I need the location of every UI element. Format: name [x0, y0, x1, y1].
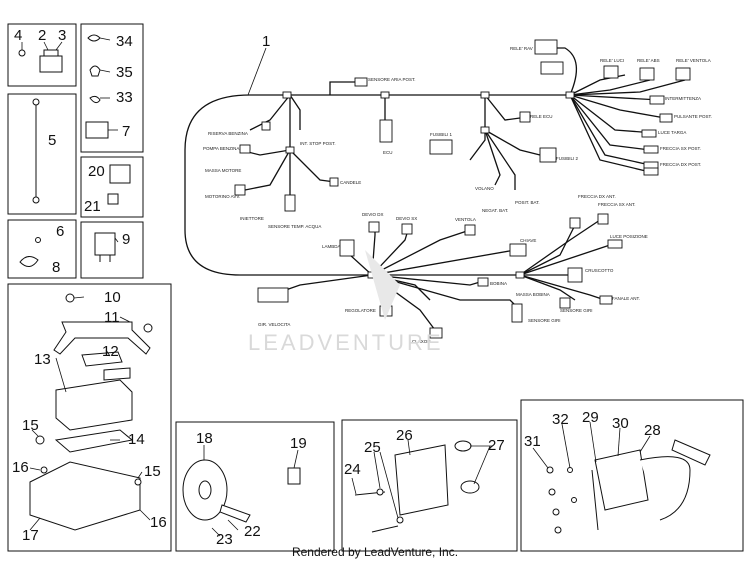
callout-17: 17 — [22, 527, 39, 544]
connector-label: POSIT. BAT. — [515, 200, 540, 205]
callout-33: 33 — [116, 89, 133, 106]
panel-horn — [175, 421, 335, 552]
connector-label-group: SENSORE ARIA POST. RELE' RAV RELE' LUCI … — [203, 46, 712, 344]
connector-label: MOTORINO AVV. — [205, 194, 240, 199]
callout-25: 25 — [364, 439, 381, 456]
callout-9: 9 — [122, 231, 130, 248]
connector-label: FANALE ANT. — [612, 296, 640, 301]
connector-label: RELE' RAV — [510, 46, 533, 51]
connector-label: MASSA BOBINA — [516, 292, 550, 297]
connector-label: FUSIBILI 2 — [556, 156, 579, 161]
callout-32: 32 — [552, 411, 569, 428]
connector-label: FRECCIA DX POST. — [660, 162, 701, 167]
panel-relay-large — [80, 221, 144, 279]
connector-label: SENSORE ARIA POST. — [368, 77, 416, 82]
connector-label: LAMBDA — [322, 244, 341, 249]
callout-23: 23 — [216, 531, 233, 548]
connector-label: FRECCIA DX ANT. — [578, 194, 616, 199]
connector-label: SENSORE GIRI — [560, 308, 593, 313]
callout-13: 13 — [34, 351, 51, 368]
connector-label: FRECCIA SX POST. — [660, 146, 701, 151]
connector-label: FUSIBILI 1 — [430, 132, 453, 137]
connector-label: RISERVA BENZINA — [208, 131, 248, 136]
callout-31: 31 — [524, 433, 541, 450]
connector-label: VENTOLA — [455, 217, 476, 222]
watermark-text: LEADVENTURE — [248, 330, 444, 355]
callout-24: 24 — [344, 461, 361, 478]
connector-label: RELE' ABS — [637, 58, 660, 63]
connector-label: PULSANTE POST. — [674, 114, 712, 119]
callout-28: 28 — [644, 422, 661, 439]
callout-34: 34 — [116, 33, 133, 50]
connector-label: CHIAVE — [520, 238, 536, 243]
connector-label: VOLANO — [475, 186, 494, 191]
connector-label: LUCE POSIZIONE — [610, 234, 648, 239]
callout-3: 3 — [58, 27, 66, 44]
connector-label: SENSORE GIRI — [528, 318, 561, 323]
panel-fuses — [7, 23, 77, 87]
callout-14: 14 — [128, 431, 145, 448]
connector-label: INTERMITTENZA — [665, 96, 701, 101]
callout-10: 10 — [104, 289, 121, 306]
connector-label: MASSA MOTORE — [205, 168, 241, 173]
callout-1: 1 — [262, 33, 270, 50]
connector-label: CANDELE — [340, 180, 361, 185]
callout-12: 12 — [102, 343, 119, 360]
callout-11: 11 — [104, 309, 120, 326]
callout-29: 29 — [582, 409, 599, 426]
panel-clip — [7, 219, 77, 279]
callout-22: 22 — [244, 523, 261, 540]
callout-5: 5 — [48, 132, 56, 149]
connector-label: POMPA BENZINA — [203, 146, 239, 151]
connector-label: BOBINA — [490, 281, 507, 286]
harness-connectors — [234, 39, 691, 339]
callout-20: 20 — [88, 163, 105, 180]
watermark: LEADVENTURE — [248, 250, 444, 355]
connector-label: RELE ECU — [530, 114, 553, 119]
callout-19: 19 — [290, 435, 307, 452]
part-drawings — [18, 34, 711, 534]
connector-label: LUCE TARGA — [658, 130, 686, 135]
callout-26: 26 — [396, 427, 413, 444]
connector-label: DEVIO DX — [362, 212, 384, 217]
connector-label: INIETTORE — [240, 216, 264, 221]
callout-8: 8 — [52, 259, 60, 276]
callout-16: 16 — [12, 459, 29, 476]
callout-27: 27 — [488, 437, 505, 454]
panel-battery — [7, 283, 172, 552]
connector-label: GIR. VELOCITA — [258, 322, 290, 327]
callout-35: 35 — [116, 64, 133, 81]
connector-label: CRUSCOTTO — [585, 268, 614, 273]
callout-15-right: 15 — [144, 463, 161, 480]
connector-label: DEVIO SX — [396, 216, 417, 221]
connector-label: INT. STOP POST. — [300, 141, 336, 146]
connector-label: ECU — [383, 150, 393, 155]
panel-starter-relay — [520, 399, 744, 552]
callout-30: 30 — [612, 415, 629, 432]
callout-15: 15 — [22, 417, 39, 434]
leader-lines — [21, 37, 651, 537]
connector-label: RELE' VENTOLA — [676, 58, 711, 63]
panel-relay-small — [80, 156, 144, 218]
connector-label: NEGAT. BAT. — [482, 208, 508, 213]
main-harness — [184, 47, 686, 331]
panel-cable — [7, 93, 77, 215]
panel-regulator — [341, 419, 518, 552]
panel-grommets — [80, 23, 144, 153]
connector-label: FRECCIA SX ANT. — [598, 202, 636, 207]
connector-label: SENSORE TEMP. ACQUA — [268, 224, 321, 229]
callout-numbers: 1 2 3 4 5 6 7 8 9 10 11 12 13 14 15 15 1… — [12, 27, 661, 548]
callout-4: 4 — [14, 27, 22, 44]
callout-6: 6 — [56, 223, 64, 240]
callout-16-right: 16 — [150, 514, 167, 531]
connector-label: REGOLATORE — [345, 308, 376, 313]
callout-21: 21 — [84, 198, 101, 215]
callout-18: 18 — [196, 430, 213, 447]
connector-label: CLAXON — [412, 339, 431, 344]
callout-2: 2 — [38, 27, 46, 44]
footer-credit: Rendered by LeadVenture, Inc. — [291, 545, 459, 559]
connector-label: RELE' LUCI — [600, 58, 624, 63]
callout-7: 7 — [122, 123, 130, 140]
